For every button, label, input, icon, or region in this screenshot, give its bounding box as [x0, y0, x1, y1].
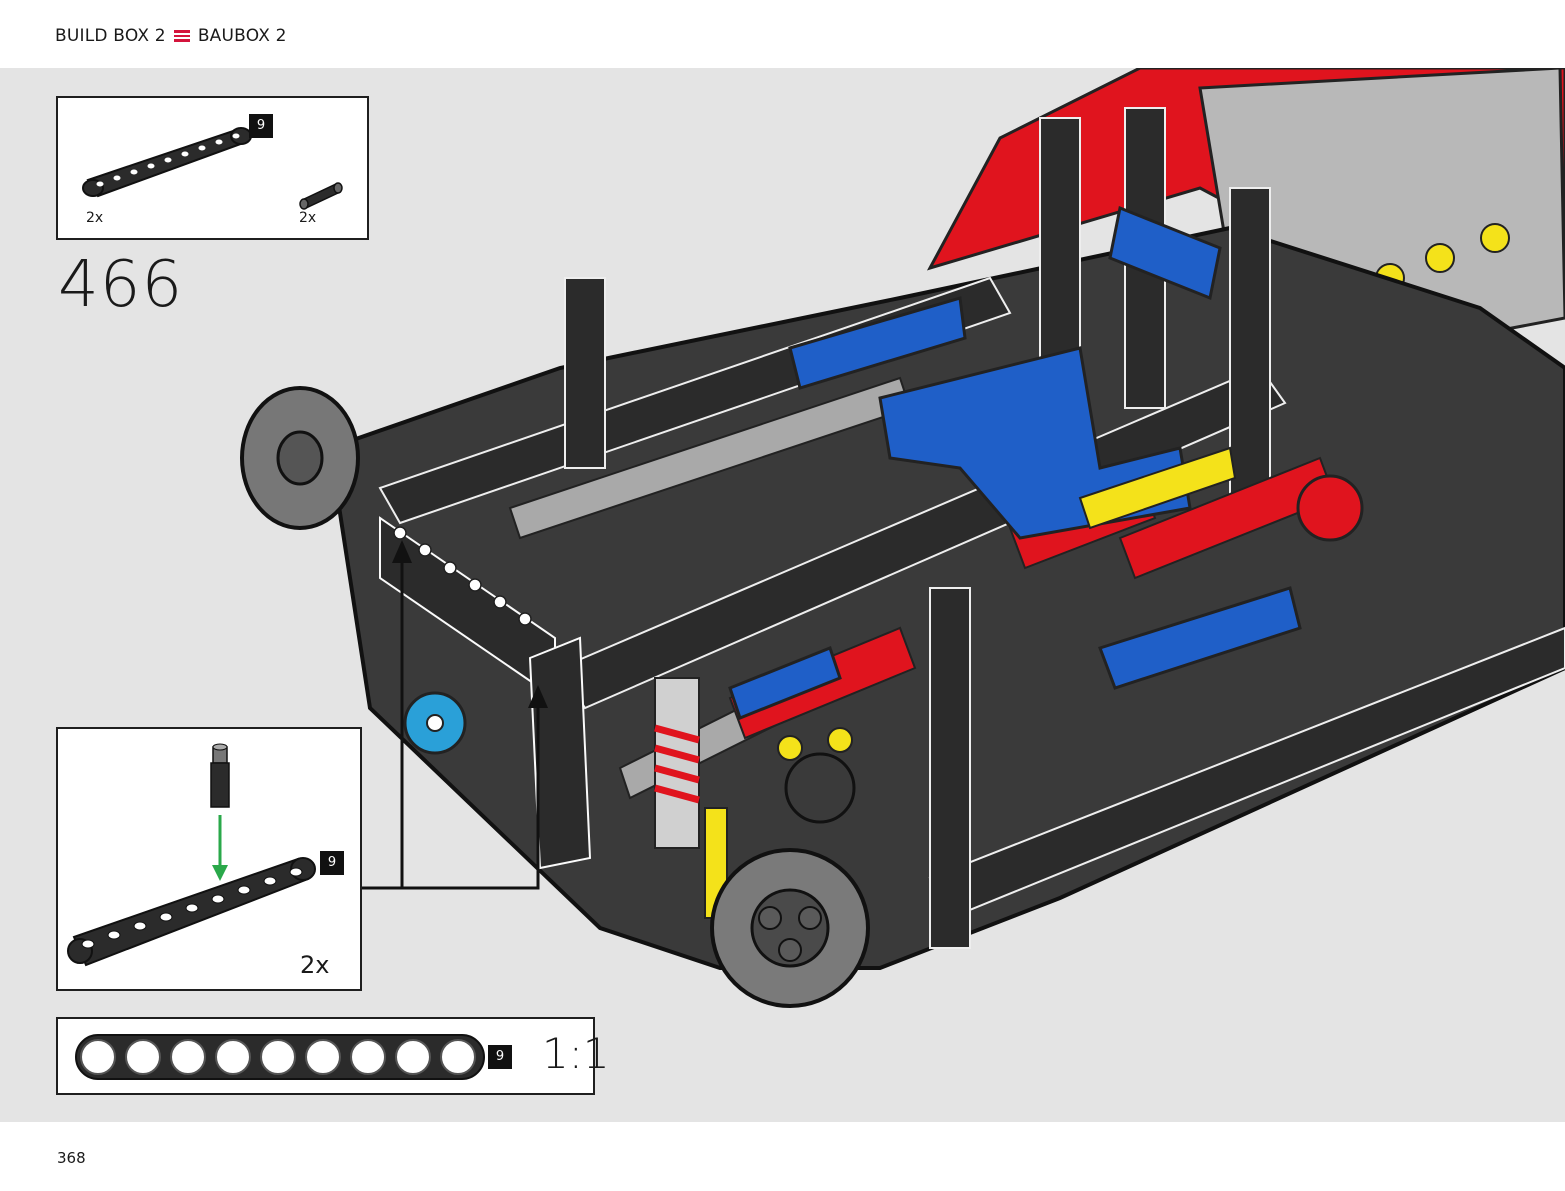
insertion-arrow: [212, 815, 228, 881]
arrow-head-right: [528, 685, 548, 708]
arrow-head-left: [392, 540, 412, 563]
axle-pin-icon: [210, 743, 230, 808]
scale-reference-box: 9 1:1: [56, 1017, 610, 1095]
build-box-title: BUILD BOX 2 BAUBOX 2: [55, 26, 287, 46]
sub-assembly-illustration: [67, 743, 316, 967]
build-box-label-de: BAUBOX 2: [197, 26, 287, 46]
front-wheel-hub-right: [710, 848, 870, 1008]
page-footer: 368: [0, 1122, 1565, 1191]
car-chassis-illustration: [240, 68, 1565, 1008]
beam-9-icon: [82, 127, 252, 198]
shock-absorber: [654, 677, 700, 849]
placement-arrows: [362, 558, 540, 890]
beam-length-badge: 9: [249, 114, 273, 138]
instruction-stage: 9 2x 2x 466: [0, 68, 1565, 1122]
axle-pin-icon: [299, 182, 343, 210]
scale-beam-length-badge: 9: [488, 1045, 512, 1069]
beam-quantity: 2x: [86, 210, 104, 226]
beam-9-icon: [67, 857, 316, 967]
triple-bar-separator-icon: [173, 30, 190, 42]
step-number: 466: [58, 248, 184, 322]
page-header: BUILD BOX 2 BAUBOX 2: [0, 0, 1565, 68]
sub-beam-length-badge: 9: [320, 851, 344, 875]
sub-assembly-box: 9 2x: [56, 727, 362, 991]
model-illustration: [240, 68, 1565, 1008]
parts-list-box: 9 2x 2x: [56, 96, 369, 240]
page-number: 368: [57, 1149, 86, 1167]
axle-pin-quantity: 2x: [299, 210, 317, 226]
front-wheel-hub-left: [240, 386, 360, 530]
scale-label: 1:1: [542, 1029, 610, 1078]
build-box-label-en: BUILD BOX 2: [55, 26, 166, 46]
parts-list-illustration: [82, 127, 343, 210]
sub-assembly-quantity: 2x: [300, 951, 330, 979]
beam-9-icon: [75, 1034, 485, 1080]
